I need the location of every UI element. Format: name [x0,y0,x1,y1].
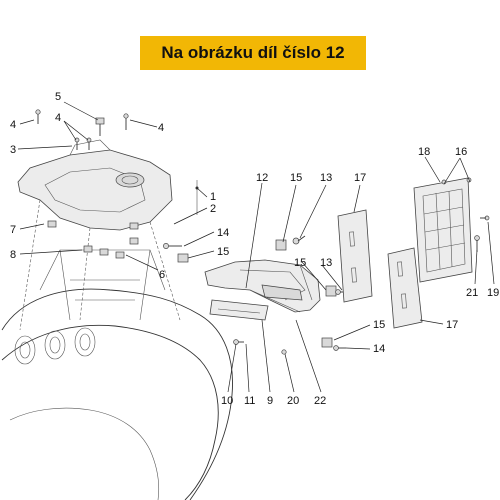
reflector-strip [209,299,269,321]
callout-14: 14 [217,227,229,239]
title-banner: Na obrázku díl číslo 12 [140,36,366,70]
callout-18: 18 [418,146,430,158]
callout-5: 5 [55,91,61,103]
plate-panel [337,209,373,303]
rubber-pad [129,237,139,245]
callout-6: 6 [159,269,165,281]
callout-19: 19 [487,287,499,299]
scooter-body-outline [1,249,233,500]
plate-holder-hardware [163,235,350,355]
rubber-pad [83,245,93,253]
rear-carrier [17,139,181,331]
rubber-pad [99,248,109,256]
callout-9: 9 [267,395,273,407]
callout-4: 4 [55,112,61,124]
plate-panel [387,247,423,329]
callout-15: 15 [290,172,302,184]
callout-14: 14 [373,343,385,355]
callout-15: 15 [373,319,385,331]
callout-7: 7 [10,224,16,236]
callout-8: 8 [10,249,16,261]
callout-4: 4 [10,119,16,131]
rubber-pad [47,220,57,228]
plate-frame [413,177,490,283]
rubber-pad [129,222,139,230]
callout-15: 15 [294,257,306,269]
callout-10: 10 [221,395,233,407]
callout-1: 1 [210,191,216,203]
callout-21: 21 [466,287,478,299]
leader-lines [17,101,495,393]
callout-17: 17 [354,172,366,184]
callout-17: 17 [446,319,458,331]
callout-22: 22 [314,395,326,407]
license-plate-holder [204,259,321,321]
callout-13: 13 [320,257,332,269]
callout-13: 13 [320,172,332,184]
callout-12: 12 [256,172,268,184]
callout-20: 20 [287,395,299,407]
callout-labels: 4 5 4 3 4 1 2 7 8 6 14 15 12 15 13 17 15… [10,91,499,407]
callout-4: 4 [158,122,164,134]
callout-3: 3 [10,144,16,156]
callout-2: 2 [210,203,216,215]
callout-11: 11 [244,395,255,407]
plate-panels [337,209,423,329]
rubber-pad [115,251,125,259]
callout-16: 16 [455,146,467,158]
callout-15: 15 [217,246,229,258]
carrier-hardware [35,109,199,259]
